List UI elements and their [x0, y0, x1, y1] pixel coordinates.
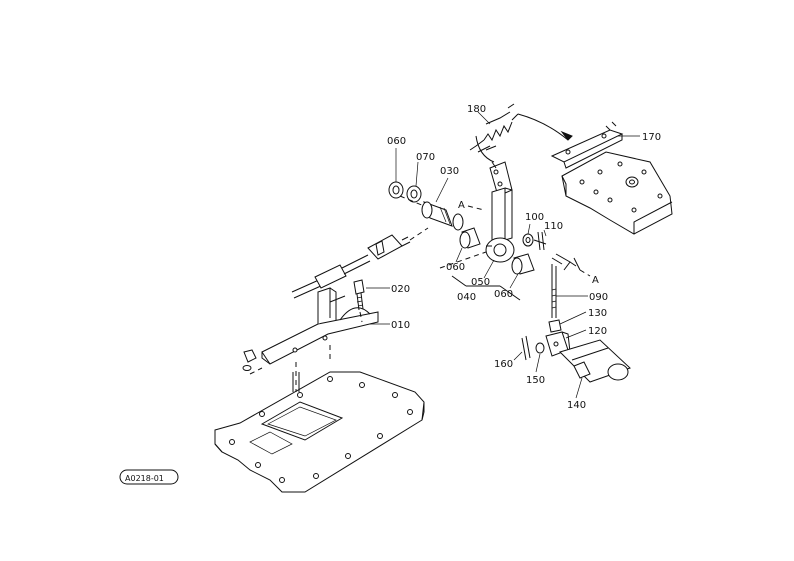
label-160: 160 — [494, 359, 513, 370]
label-120: 120 — [588, 326, 607, 337]
leader-bushing-axis — [439, 251, 487, 269]
callout-060-left: 060 — [446, 247, 465, 273]
callout-070: 070 — [415, 152, 435, 187]
bracket-040 — [451, 275, 521, 301]
cable-assembly — [291, 227, 429, 299]
lever-050 — [485, 161, 515, 263]
base-plate — [214, 371, 425, 493]
callout-160: 160 — [494, 351, 523, 370]
label-050: 050 — [471, 277, 490, 288]
ref-A-right: A — [592, 275, 599, 286]
curved-arrow — [517, 113, 569, 141]
washer-060-top — [388, 181, 404, 199]
label-060-top: 060 — [387, 136, 406, 147]
callout-180: 180 — [467, 104, 491, 125]
bracket-170 — [550, 121, 624, 169]
callout-040: 040 — [457, 292, 476, 303]
callout-030: 030 — [435, 166, 459, 203]
callout-140: 140 — [567, 377, 586, 411]
label-060-right: 060 — [494, 289, 513, 300]
nut-100 — [522, 233, 534, 247]
rod-090 — [551, 253, 581, 318]
bushing-060-right — [511, 253, 535, 275]
label-ref-A-right: A — [592, 275, 599, 286]
label-060-left: 060 — [446, 262, 465, 273]
pin-110 — [533, 231, 547, 251]
label-040: 040 — [457, 292, 476, 303]
leader-A-left — [467, 205, 485, 211]
label-170: 170 — [642, 132, 661, 143]
callout-120: 120 — [565, 326, 607, 339]
label-140: 140 — [567, 400, 586, 411]
stamp-label: A0218-01 — [125, 474, 164, 483]
label-180: 180 — [467, 104, 486, 115]
curved-arrowhead — [560, 130, 573, 141]
leader-shaft-axis — [399, 195, 425, 207]
leader-050 — [483, 259, 495, 279]
nut-130 — [548, 319, 562, 333]
clip-left — [242, 349, 263, 375]
label-090: 090 — [589, 292, 608, 303]
bolt-020 — [353, 279, 365, 323]
drawing-stamp: A0218-01 — [119, 469, 179, 485]
pin-160 — [521, 335, 531, 361]
label-020: 020 — [391, 284, 410, 295]
label-ref-A-left: A — [458, 200, 465, 211]
callout-050: 050 — [471, 277, 490, 288]
callout-060-top: 060 — [387, 136, 406, 182]
shaft-140 — [559, 339, 631, 383]
label-030: 030 — [440, 166, 459, 177]
bracket-010 — [261, 287, 379, 365]
label-100: 100 — [525, 212, 544, 223]
callout-100: 100 — [525, 212, 544, 235]
label-070: 070 — [416, 152, 435, 163]
upper-housing — [561, 151, 673, 235]
callout-020: 020 — [366, 284, 410, 295]
ref-A-left: A — [458, 200, 465, 211]
callout-060-right: 060 — [494, 273, 519, 300]
label-150: 150 — [526, 375, 545, 386]
leader-A-right — [579, 269, 591, 277]
label-110: 110 — [544, 221, 563, 232]
callout-150: 150 — [526, 353, 545, 386]
callout-110: 110 — [543, 221, 563, 237]
callout-010: 010 — [370, 320, 410, 331]
label-010: 010 — [391, 320, 410, 331]
washer-150 — [535, 342, 545, 354]
shaft-030 — [421, 201, 464, 231]
callout-130: 130 — [559, 308, 607, 325]
callout-090: 090 — [556, 292, 608, 303]
spring-180 — [469, 103, 519, 169]
washer-070 — [406, 185, 422, 203]
label-130: 130 — [588, 308, 607, 319]
bushing-060-left — [459, 227, 481, 249]
stud — [292, 372, 300, 392]
callout-170: 170 — [618, 132, 661, 143]
